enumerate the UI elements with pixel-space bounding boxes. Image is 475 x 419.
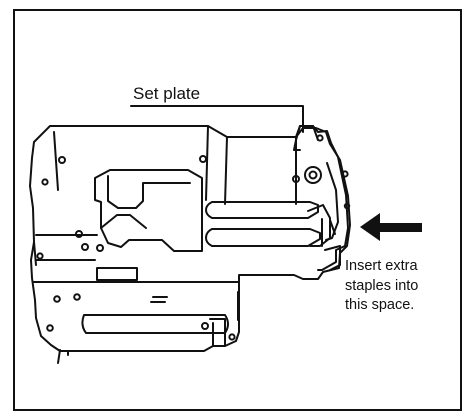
- screw-hole: [228, 333, 236, 341]
- screw-hole: [343, 202, 351, 210]
- rail-top: [205, 201, 319, 219]
- top-flank: [53, 125, 297, 205]
- insert-extra-staples-note: Insert extra staples into this space.: [345, 257, 418, 316]
- insert-note-line-3: this space.: [345, 297, 415, 313]
- screw-hole: [53, 295, 61, 303]
- set-plate-label: Set plate: [133, 84, 201, 103]
- left-arrow-icon: [360, 213, 422, 241]
- screw-hole: [75, 230, 83, 238]
- rear-foot: [57, 349, 69, 364]
- screw-hole: [96, 244, 104, 252]
- screw-hole: [73, 293, 81, 301]
- insert-note-line-1: Insert extra: [345, 258, 418, 274]
- screw-hole: [46, 324, 54, 332]
- pivot-outer: [304, 166, 322, 184]
- lower-division: [35, 234, 98, 261]
- slot-opening: [307, 204, 331, 247]
- window-handle: [100, 214, 147, 229]
- insert-note-line-2: staples into: [345, 277, 419, 294]
- window-cutout: [94, 169, 203, 252]
- screw-hole: [341, 170, 349, 178]
- screw-hole: [41, 178, 49, 186]
- lower-step: [209, 318, 226, 347]
- screw-hole: [81, 243, 89, 251]
- screw-hole: [201, 322, 209, 330]
- screw-hole: [199, 155, 207, 163]
- bottom-right-tab: [324, 245, 341, 271]
- rail-bottom: [205, 228, 321, 247]
- screw-hole: [36, 252, 44, 260]
- center-lines: [150, 296, 168, 303]
- lower-left-step: [33, 241, 239, 321]
- screw-hole: [316, 134, 324, 142]
- figure-frame: [13, 9, 462, 411]
- screw-hole: [58, 156, 66, 164]
- end-cap-inner: [293, 125, 319, 151]
- label-window: [96, 267, 138, 281]
- stapler-body-outline: [29, 125, 351, 352]
- slot-inner: [321, 218, 336, 247]
- pivot-inner: [308, 170, 318, 180]
- screw-hole: [292, 175, 300, 183]
- window-inner-ledge: [107, 175, 191, 209]
- set-plate-leader-line: [130, 105, 304, 133]
